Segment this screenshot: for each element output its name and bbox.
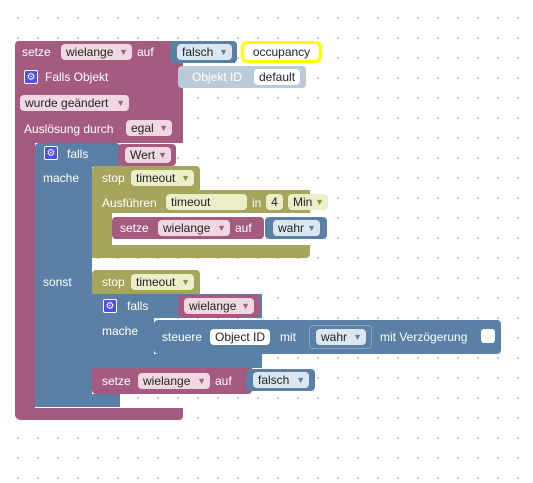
gear-icon[interactable]: ⚙ — [44, 146, 58, 160]
run-label: Ausführen — [102, 196, 157, 210]
boolean-dropdown[interactable]: falsch▼ — [253, 372, 309, 388]
chevron-down-icon: ▼ — [307, 223, 316, 233]
condition-dropdown[interactable]: wurde geändert▼ — [20, 95, 129, 111]
to-label: auf — [215, 374, 232, 388]
object-id-field[interactable]: default — [254, 69, 301, 85]
timeout-dropdown[interactable]: timeout▼ — [131, 170, 194, 186]
control-label: steuere — [162, 330, 203, 344]
delay-checkbox[interactable] — [481, 329, 495, 343]
else-label: sonst — [43, 275, 72, 289]
inner-if-bottom — [92, 354, 262, 368]
boolean-dropdown[interactable]: falsch▼ — [177, 44, 232, 60]
trigger-dropdown[interactable]: egal▼ — [126, 120, 172, 136]
chevron-down-icon: ▼ — [353, 332, 362, 342]
delay-label: mit Verzögerung — [380, 330, 468, 344]
variable-dropdown[interactable]: wielange▼ — [158, 220, 230, 236]
set-label: setze — [22, 45, 51, 59]
variable-dropdown[interactable]: wielange▼ — [61, 44, 132, 60]
variable-dropdown[interactable]: wielange▼ — [184, 298, 254, 314]
run-timeout-dropdown[interactable]: timeout — [166, 194, 247, 210]
chevron-down-icon: ▼ — [219, 47, 228, 57]
if-label: falls — [67, 147, 89, 161]
chevron-down-icon: ▼ — [315, 197, 324, 207]
amount-field[interactable]: 4 — [266, 194, 283, 210]
trigger-label: Auslösung durch — [24, 122, 114, 136]
gear-icon[interactable]: ⚙ — [103, 299, 117, 313]
do-label: mache — [43, 171, 80, 185]
chevron-down-icon: ▼ — [116, 98, 125, 108]
chevron-down-icon: ▼ — [217, 223, 226, 233]
variable-dropdown[interactable]: wielange▼ — [138, 373, 210, 389]
set-label: setze — [120, 221, 149, 235]
trigger-title: Falls Objekt — [45, 70, 109, 84]
with-label: mit — [280, 330, 296, 344]
if-block-bottom — [35, 394, 120, 407]
to-label: auf — [137, 45, 154, 59]
run-in-bottom — [92, 245, 310, 258]
to-label: auf — [235, 221, 252, 235]
value-dropdown[interactable]: Wert▼ — [125, 147, 171, 163]
comment-field[interactable]: occupancy — [244, 44, 319, 60]
chevron-down-icon: ▼ — [241, 301, 250, 311]
chevron-down-icon: ▼ — [181, 173, 190, 183]
unit-value: Min — [293, 195, 313, 209]
chevron-down-icon: ▼ — [296, 375, 305, 385]
set-label: setze — [102, 374, 131, 388]
boolean-dropdown[interactable]: wahr▼ — [316, 329, 366, 345]
stop-label: stop — [102, 275, 125, 289]
if-label: falls — [127, 299, 149, 313]
chevron-down-icon: ▼ — [181, 277, 190, 287]
object-id-field[interactable]: Object ID — [210, 329, 271, 345]
trigger-bottom-arm — [15, 408, 183, 420]
timeout-dropdown[interactable]: timeout▼ — [131, 274, 194, 290]
chevron-down-icon: ▼ — [119, 47, 128, 57]
in-label: in — [252, 196, 262, 210]
chevron-down-icon: ▼ — [159, 123, 168, 133]
boolean-dropdown[interactable]: wahr▼ — [273, 220, 320, 236]
gear-icon[interactable]: ⚙ — [24, 70, 38, 84]
if-block-spine — [35, 167, 92, 407]
do-label: mache — [102, 324, 139, 338]
unit-dropdown[interactable]: Min▼ — [288, 194, 328, 210]
chevron-down-icon: ▼ — [158, 150, 167, 160]
trigger-spine — [15, 143, 35, 420]
object-id-label: Objekt ID — [192, 70, 243, 84]
chevron-down-icon: ▼ — [197, 376, 206, 386]
stop-label: stop — [102, 171, 125, 185]
